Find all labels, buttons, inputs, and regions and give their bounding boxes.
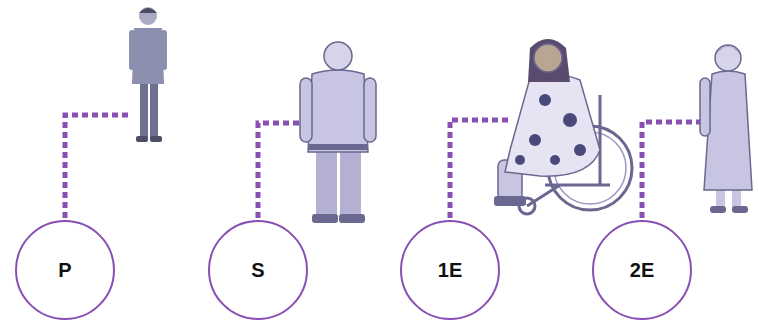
- circle-label: 2E: [630, 259, 654, 282]
- label-circle: 1E: [400, 220, 500, 320]
- person-figure: [700, 45, 752, 213]
- circle-label: S: [251, 259, 264, 282]
- label-circle: P: [15, 220, 115, 320]
- circle-label: P: [58, 259, 71, 282]
- label-circle: 2E: [592, 220, 692, 320]
- label-circle: S: [208, 220, 308, 320]
- leader-line: [642, 122, 700, 218]
- circle-label: 1E: [438, 259, 462, 282]
- leader-line: [65, 115, 130, 218]
- person-figure: [300, 42, 376, 223]
- leader-lines: [65, 115, 700, 218]
- person-figure: [129, 7, 167, 142]
- wheelchair-figure: [494, 39, 632, 214]
